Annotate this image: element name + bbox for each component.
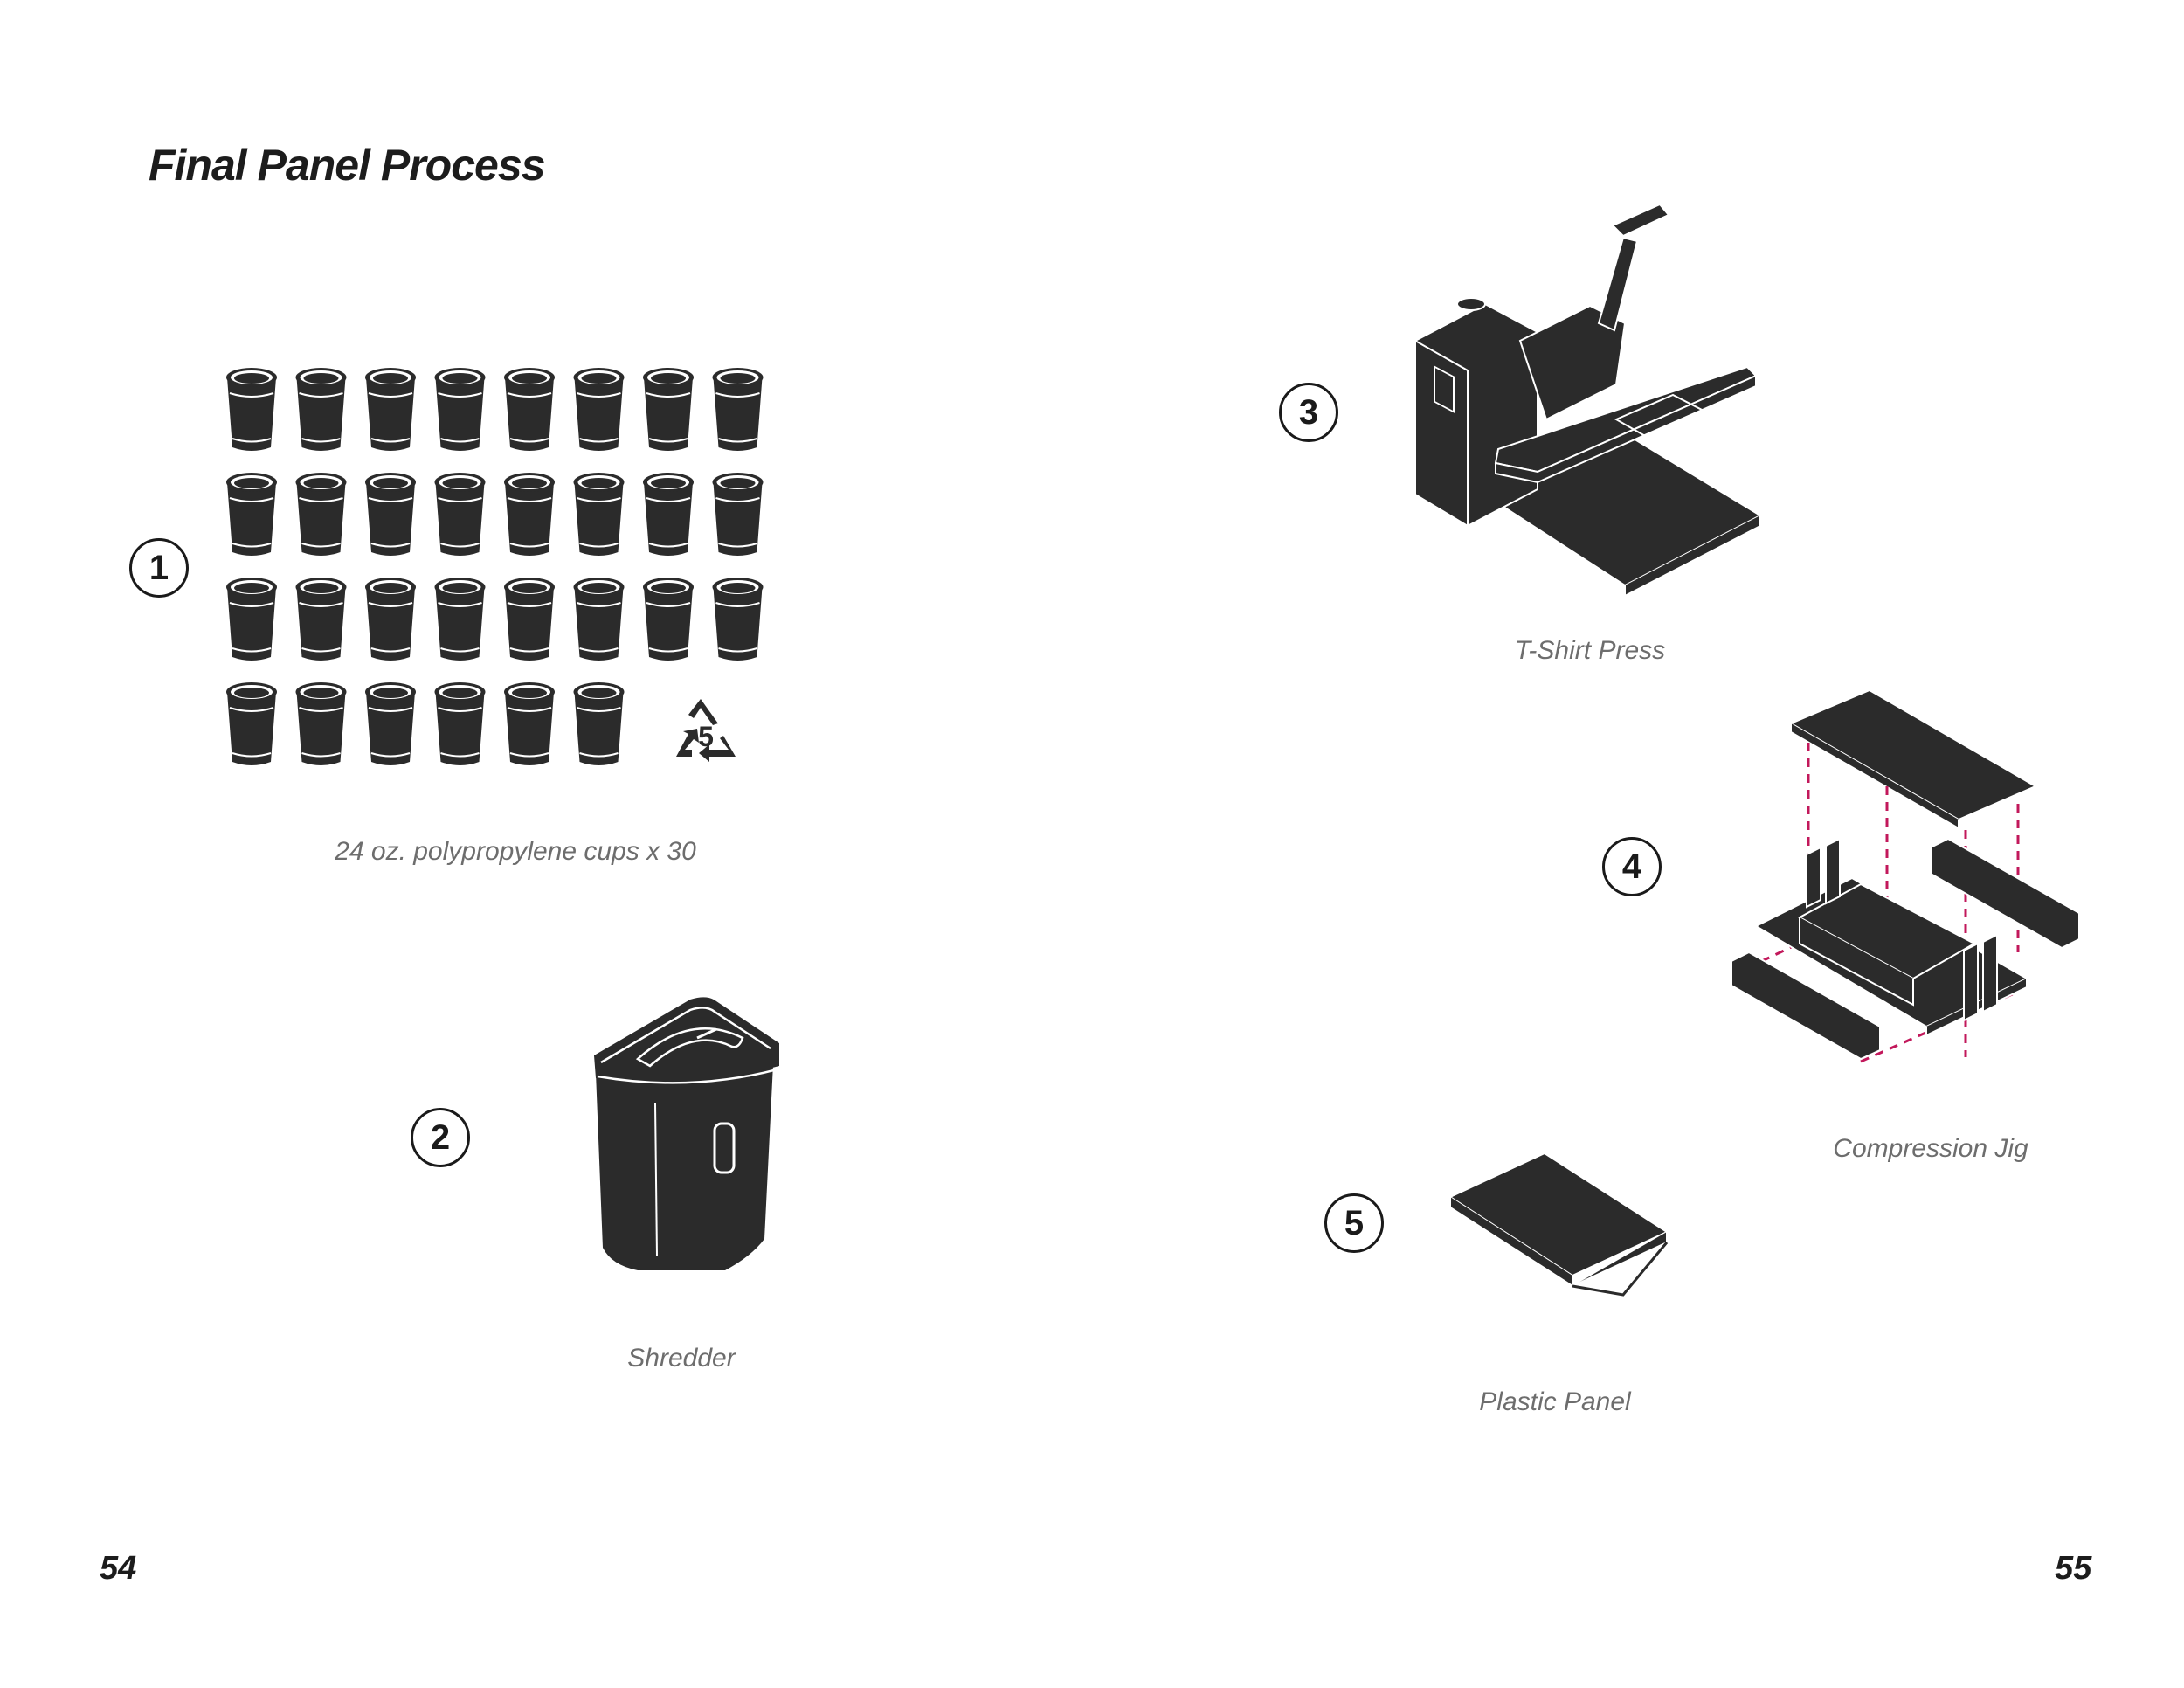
- cup-icon: [711, 472, 764, 557]
- cup-icon: [711, 367, 764, 452]
- cup-icon: [433, 367, 487, 452]
- cup-icon: [225, 681, 278, 766]
- cup-icon: [225, 367, 278, 452]
- cup-icon: [225, 577, 278, 661]
- cup-icon: [642, 367, 695, 452]
- cup-icon: [433, 472, 487, 557]
- step-5-marker: 5: [1324, 1193, 1384, 1253]
- cup-icon: [503, 577, 556, 661]
- cup-icon: [503, 681, 556, 766]
- page-title: Final Panel Process: [149, 141, 545, 190]
- step-4-caption: Compression Jig: [1833, 1134, 2028, 1163]
- cup-icon: [503, 367, 556, 452]
- cup-icon: [572, 367, 625, 452]
- cup-icon: [364, 472, 417, 557]
- cup-icon: [572, 472, 625, 557]
- step-3-marker: 3: [1279, 383, 1338, 442]
- cup-icon: [225, 472, 278, 557]
- cup-icon: [503, 472, 556, 557]
- plastic-panel-icon: [1448, 1152, 1669, 1297]
- cup-icon: [294, 577, 348, 661]
- cup-icon: [572, 577, 625, 661]
- cup-icon: [642, 577, 695, 661]
- step-5-caption: Plastic Panel: [1479, 1387, 1631, 1416]
- compression-jig-icon: [1731, 688, 2080, 1063]
- cup-icon: [294, 681, 348, 766]
- cup-icon: [364, 681, 417, 766]
- step-2-caption: Shredder: [627, 1344, 736, 1373]
- cup-icon: [642, 472, 695, 557]
- cup-icon: [433, 577, 487, 661]
- cup-icon: [294, 367, 348, 452]
- step-1-caption: 24 oz. polypropylene cups x 30: [335, 837, 696, 866]
- step-4-marker: 4: [1602, 837, 1662, 896]
- tshirt-press-icon: [1414, 203, 1763, 598]
- step-1-marker: 1: [129, 538, 189, 598]
- shredder-icon: [594, 997, 779, 1270]
- cup-icon: [572, 681, 625, 766]
- cup-icon: [294, 472, 348, 557]
- step-3-caption: T-Shirt Press: [1514, 636, 1666, 665]
- recycle-symbol-icon: 5: [676, 699, 736, 762]
- step-2-marker: 2: [411, 1108, 470, 1167]
- right-page-number: 55: [2055, 1550, 2092, 1587]
- cup-icon: [364, 577, 417, 661]
- cup-icon: [364, 367, 417, 452]
- cup-icon: [711, 577, 764, 661]
- cups-grid: 5: [225, 367, 764, 766]
- cup-icon: [433, 681, 487, 766]
- recycle-code: 5: [698, 721, 714, 752]
- left-page-number: 54: [100, 1550, 137, 1587]
